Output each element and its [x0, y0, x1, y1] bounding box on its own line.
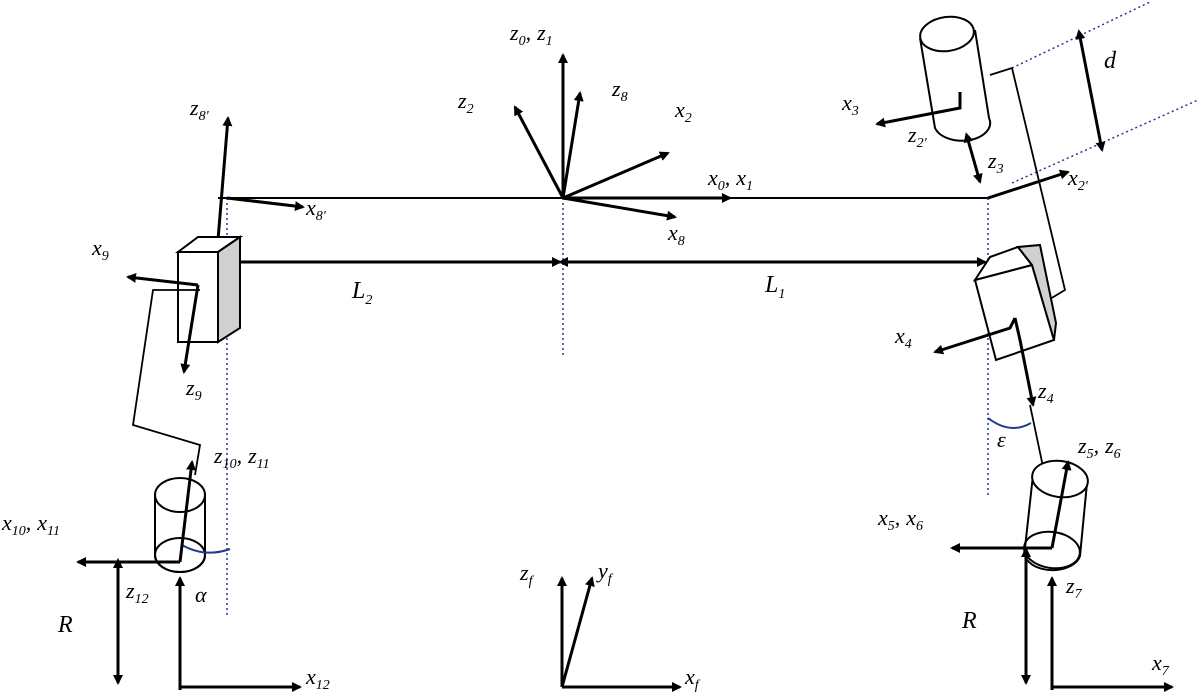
label-z8: z8: [611, 76, 628, 105]
label-z2: z2: [457, 88, 474, 117]
right-bottom-arrows: [950, 460, 1174, 692]
label-xf: xf: [684, 664, 701, 693]
label-zf: zf: [519, 560, 535, 589]
left-cylinder: [154, 477, 206, 573]
left-joint-block: [175, 235, 244, 344]
epsilon-arc: [987, 417, 1032, 429]
label-z2-prime: z2': [907, 122, 928, 151]
label-z8-prime: z8': [189, 95, 210, 124]
right-joint-block: [972, 243, 1058, 362]
left-top-frame: [216, 116, 305, 241]
label-alpha: α: [195, 582, 207, 607]
label-x0-x1: x0,x1: [707, 165, 753, 194]
label-R-right: R: [961, 608, 977, 634]
label-yf: yf: [596, 558, 614, 587]
label-L2: L2: [351, 278, 372, 308]
alpha-arc: [181, 544, 231, 554]
label-z4: z4: [1037, 378, 1054, 407]
right-top-cylinder: [919, 15, 992, 142]
label-x2: x2: [674, 97, 692, 126]
label-x3: x3: [841, 90, 859, 119]
label-z0-z1: z0,z1: [509, 20, 553, 49]
label-R-left: R: [57, 612, 73, 638]
left-arm-link: [131, 289, 202, 476]
left-bottom-arrows: [76, 460, 302, 692]
label-epsilon: ε: [997, 427, 1006, 452]
label-x10-x11: x10,x11: [1, 510, 60, 539]
label-x2-prime: x2': [1067, 165, 1089, 194]
label-x4: x4: [894, 323, 912, 352]
right-bottom-cylinder: [1023, 459, 1089, 572]
center-frame-arrows: [513, 53, 732, 221]
right-top-link: [989, 66, 1067, 306]
label-x8: x8: [667, 220, 685, 249]
left-joint-arrows: [126, 272, 200, 374]
label-d: d: [1104, 48, 1117, 74]
fixed-frame-arrows: [557, 576, 682, 692]
right-joint-arrows: [933, 317, 1037, 407]
label-z9: z9: [185, 375, 202, 404]
label-L1: L1: [764, 272, 785, 302]
label-z5-z6: z5,z6: [1077, 433, 1121, 462]
label-x7: x7: [1151, 650, 1170, 679]
label-z3: z3: [987, 148, 1004, 177]
label-x5-x6: x5,x6: [877, 505, 923, 534]
label-x8-prime: x8': [305, 195, 327, 224]
right-top-arrows: [875, 29, 1106, 200]
label-z12: z12: [125, 578, 149, 607]
label-z10-z11: z10,z11: [213, 443, 270, 472]
label-z7: z7: [1065, 573, 1083, 602]
label-x9: x9: [91, 235, 109, 264]
label-x12: x12: [305, 664, 330, 693]
